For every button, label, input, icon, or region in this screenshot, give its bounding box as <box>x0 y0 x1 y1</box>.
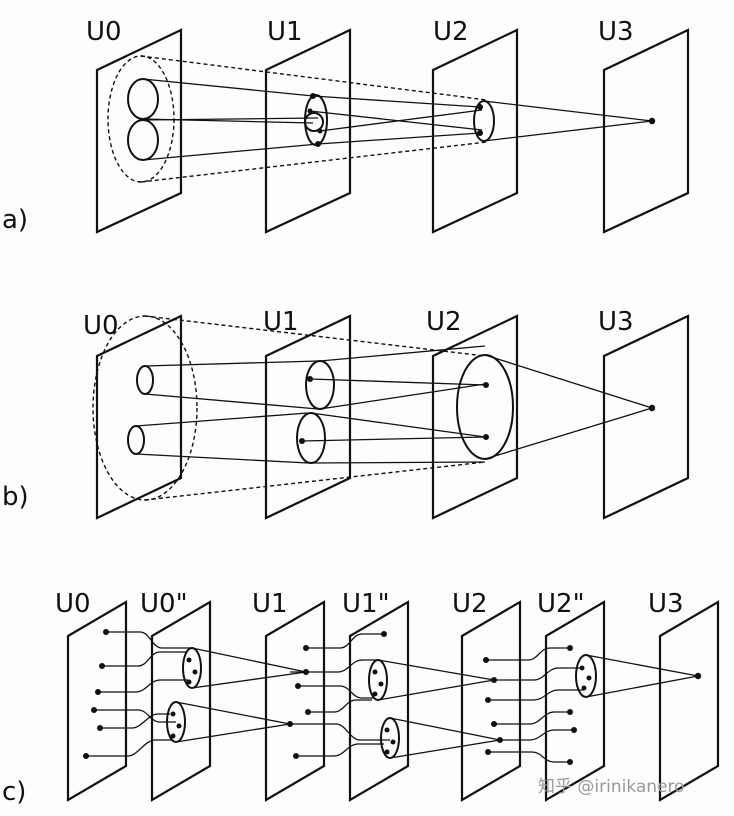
plane-c-u2pp <box>544 600 606 802</box>
plane-a-u2 <box>431 28 519 234</box>
plane-a-u0 <box>95 28 183 234</box>
plane-c-u1pp <box>348 600 410 802</box>
wiring-c-u2 <box>483 645 584 765</box>
plane-label-a-u3: U3 <box>598 17 634 47</box>
plane-label-c-u1: U1 <box>252 589 288 619</box>
plane-label-a-u0: U0 <box>86 17 122 47</box>
ray-c-9 <box>585 654 699 677</box>
plane-label-c-u2: U2 <box>452 589 488 619</box>
ray-a-6 <box>317 132 481 145</box>
plane-a-u3 <box>602 28 690 234</box>
envelope-bottom-a <box>140 141 488 183</box>
ray-c-4 <box>175 723 291 743</box>
cone-a-u1-inner <box>304 112 324 132</box>
plane-c-u3 <box>658 600 720 802</box>
cone-c-u2pp <box>575 654 597 698</box>
ray-c-3 <box>175 701 291 725</box>
ray-c-2 <box>191 671 307 689</box>
ray-b-3 <box>135 412 309 427</box>
ray-c-5 <box>377 659 495 681</box>
watermark-text: 知乎 @irinikanero <box>538 777 685 797</box>
ray-c-1 <box>191 647 307 673</box>
ray-c-6 <box>377 679 495 701</box>
wiring-c-u0 <box>83 629 192 759</box>
ray-b-11 <box>484 354 653 409</box>
ray-b-4 <box>135 453 309 464</box>
panel-a: U0 U1 U2 U3 a) <box>2 17 690 235</box>
output-unit-a <box>648 117 656 125</box>
ray-b-5 <box>319 345 486 362</box>
cone-b-u2 <box>456 354 514 460</box>
cone-a-u0-top <box>127 78 159 120</box>
plane-label-c-u0: U0 <box>55 589 91 619</box>
panel-label-c: c) <box>2 777 26 807</box>
ray-b-8 <box>310 461 486 464</box>
plane-label-c-u0pp: U0" <box>140 589 188 619</box>
plane-c-u2 <box>460 600 522 802</box>
plane-label-c-u3: U3 <box>648 589 684 619</box>
plane-b-u1 <box>264 314 352 520</box>
plane-label-b-u3: U3 <box>598 307 634 337</box>
cone-a-u0-bottom <box>127 119 159 161</box>
plane-label-c-u2pp: U2" <box>537 589 585 619</box>
ray-a-10 <box>483 120 653 142</box>
ray-c-8 <box>389 739 501 759</box>
plane-label-b-u0: U0 <box>83 311 119 341</box>
cone-b-u1-bottom <box>296 412 326 464</box>
ray-b-6 <box>319 383 486 410</box>
plane-label-a-u2: U2 <box>433 17 469 47</box>
cone-b-u0-bottom <box>127 425 145 455</box>
ray-a-5 <box>312 95 481 108</box>
ray-a-8 <box>319 109 483 132</box>
ray-b-12 <box>484 407 653 460</box>
panel-label-b: b) <box>2 482 29 512</box>
plane-label-a-u1: U1 <box>267 17 303 47</box>
panel-label-a: a) <box>2 205 28 235</box>
plane-label-c-u1pp: U1" <box>342 589 390 619</box>
plane-b-u2 <box>431 314 519 520</box>
ray-c-7 <box>389 717 501 741</box>
ray-c-10 <box>585 675 699 698</box>
ray-a-4 <box>142 143 319 161</box>
output-unit-b <box>648 404 656 412</box>
plane-label-b-u2: U2 <box>426 307 462 337</box>
plane-c-u1 <box>264 600 326 802</box>
panel-b: U0 U1 U2 U3 b) <box>2 307 690 520</box>
cone-c-u1pp-top <box>368 659 388 701</box>
cone-b-u0-top <box>136 365 154 395</box>
ray-b-10 <box>301 436 487 442</box>
plane-b-u3 <box>602 314 690 520</box>
wiring-c-u1 <box>287 631 390 759</box>
output-unit-c <box>694 672 702 680</box>
ray-b-9 <box>309 378 487 386</box>
cone-c-u0pp-top <box>182 647 202 689</box>
ray-b-2 <box>144 393 319 410</box>
ray-b-1 <box>144 360 319 367</box>
plane-c-u0pp <box>150 600 212 802</box>
cone-b-u1-top <box>305 360 335 410</box>
plane-c-u0 <box>66 600 128 802</box>
ray-a-1 <box>142 78 314 97</box>
cone-c-u1pp-bottom <box>380 717 400 759</box>
envelope-bottom-b <box>144 461 486 501</box>
panel-c: U0 U0" U1 U1" U2 U2" U3 c) <box>2 589 720 807</box>
plane-a-u1 <box>264 28 352 234</box>
envelope-top-b <box>144 315 486 357</box>
envelope-top-a <box>140 55 488 101</box>
ray-a-9 <box>483 100 653 122</box>
ray-a-3 <box>142 117 319 121</box>
plane-b-u0 <box>95 314 183 520</box>
ray-b-7 <box>310 412 486 438</box>
